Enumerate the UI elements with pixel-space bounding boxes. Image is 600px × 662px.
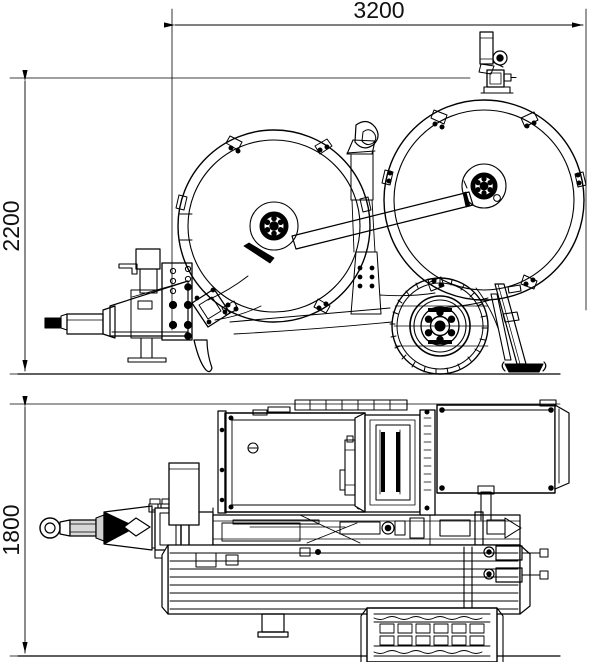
dimension-overall-height-label: 2200 <box>0 200 24 251</box>
road-wheel-top <box>360 607 504 662</box>
road-wheel-side <box>389 277 489 375</box>
dimension-overall-width: 1800 <box>0 396 561 657</box>
control-box-plan <box>217 406 366 514</box>
vertical-post-plan <box>168 462 200 526</box>
ring-drive-arm <box>291 191 474 250</box>
hydraulic-motor-assembly <box>478 31 517 94</box>
drawbar <box>44 248 262 373</box>
plan-view <box>17 399 570 662</box>
film-dispenser-plan <box>247 399 436 516</box>
left-wrapping-ring <box>175 129 372 323</box>
slatted-roller-bed <box>161 544 531 638</box>
hydraulic-detail-plan <box>483 545 549 583</box>
dimension-overall-width-label: 1800 <box>0 504 24 555</box>
side-view <box>17 31 587 375</box>
dimension-overall-length-label: 3200 <box>353 0 404 23</box>
dimension-overall-length: 3200 <box>164 0 587 331</box>
lifting-eye <box>346 120 382 315</box>
right-wrapping-ring <box>381 99 587 301</box>
chassis-deck-plan <box>212 511 522 553</box>
deck-brackets-plan <box>195 485 495 568</box>
support-leg <box>475 283 547 373</box>
hinged-cover-panel <box>436 399 570 494</box>
chassis-rails-side <box>229 292 491 335</box>
